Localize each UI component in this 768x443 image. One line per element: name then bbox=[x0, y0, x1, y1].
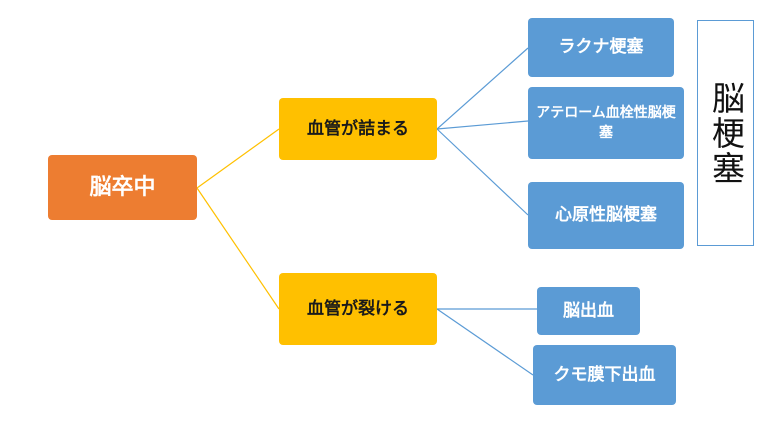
group-label-box: 脳梗塞 bbox=[697, 20, 754, 246]
branch-label: 血管が裂ける bbox=[307, 298, 409, 319]
branch-label: 血管が詰まる bbox=[307, 118, 409, 139]
link-branch1-leaf3 bbox=[436, 128, 529, 216]
leaf-node-subarachnoid: クモ膜下出血 bbox=[533, 345, 676, 405]
link-root-branch1 bbox=[196, 128, 280, 189]
leaf-label: 心原性脳梗塞 bbox=[555, 205, 657, 226]
link-branch1-leaf2 bbox=[436, 120, 529, 130]
link-branch1-leaf1 bbox=[436, 47, 529, 130]
leaf-node-cardioembolic: 心原性脳梗塞 bbox=[528, 182, 684, 249]
link-root-branch2 bbox=[196, 187, 280, 310]
leaf-label: アテローム血栓性脳梗塞 bbox=[536, 104, 676, 141]
branch-node-ruptured: 血管が裂ける bbox=[279, 273, 437, 345]
leaf-label: 脳出血 bbox=[563, 300, 614, 321]
leaf-label: クモ膜下出血 bbox=[553, 364, 656, 385]
link-branch2-leaf5 bbox=[436, 308, 534, 376]
leaf-node-atherothrombotic: アテローム血栓性脳梗塞 bbox=[528, 87, 684, 159]
leaf-node-hemorrhage: 脳出血 bbox=[537, 287, 640, 335]
leaf-label: ラクナ梗塞 bbox=[558, 37, 644, 58]
group-label: 脳梗塞 bbox=[706, 80, 746, 186]
root-label: 脳卒中 bbox=[89, 174, 156, 200]
branch-node-blocked: 血管が詰まる bbox=[279, 98, 437, 160]
root-node: 脳卒中 bbox=[48, 155, 197, 220]
leaf-node-lacunar: ラクナ梗塞 bbox=[528, 18, 674, 77]
